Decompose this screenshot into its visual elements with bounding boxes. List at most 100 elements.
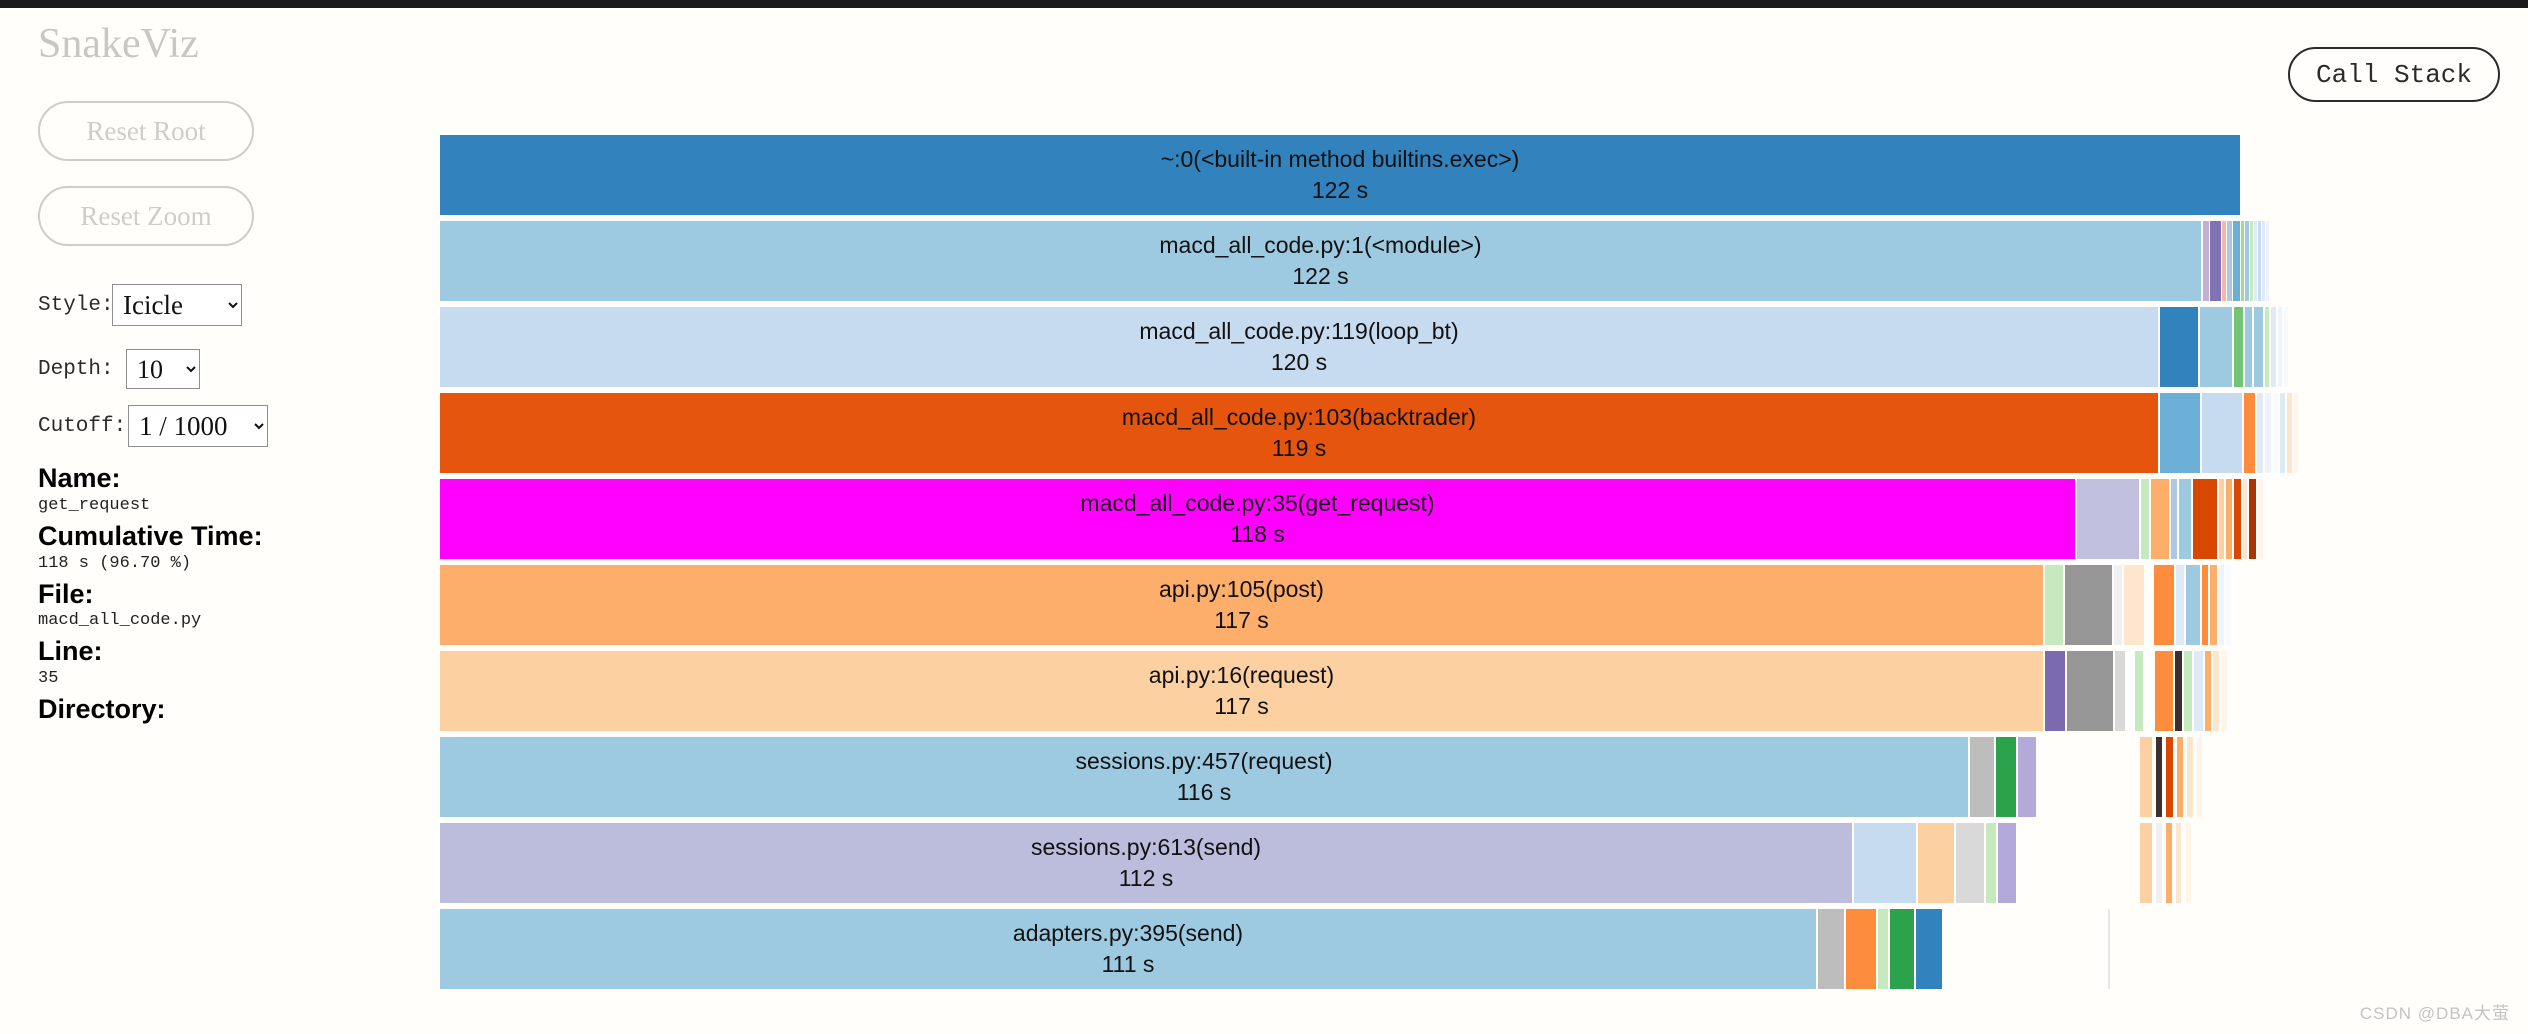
icicle-block[interactable] xyxy=(2265,393,2271,473)
icicle-block[interactable] xyxy=(2135,651,2143,731)
icicle-block[interactable] xyxy=(2202,565,2208,645)
icicle-block[interactable] xyxy=(2187,737,2193,817)
icicle-block[interactable] xyxy=(1918,823,1954,903)
icicle-block[interactable] xyxy=(2175,651,2182,731)
icicle-block[interactable] xyxy=(2221,651,2227,731)
icicle-block[interactable] xyxy=(2018,737,2036,817)
icicle-block[interactable] xyxy=(2203,221,2209,301)
icicle-block[interactable] xyxy=(2067,651,2113,731)
icicle-block[interactable] xyxy=(2160,307,2198,387)
icicle-block[interactable] xyxy=(2186,565,2200,645)
cutoff-select[interactable]: 1 / 1000 xyxy=(128,405,268,447)
icicle-block[interactable] xyxy=(2197,737,2202,817)
icicle-block[interactable] xyxy=(2177,737,2183,817)
icicle-block[interactable] xyxy=(1998,823,2016,903)
icicle-block[interactable] xyxy=(2284,307,2288,387)
icicle-block[interactable] xyxy=(2176,823,2181,903)
icicle-block[interactable] xyxy=(2210,565,2217,645)
icicle-block[interactable] xyxy=(2194,651,2203,731)
icicle-block[interactable] xyxy=(2233,221,2240,301)
icicle-block[interactable] xyxy=(2226,565,2231,645)
icicle-block-primary[interactable]: macd_all_code.py:103(backtrader)119 s xyxy=(440,393,2158,473)
icicle-block[interactable] xyxy=(2193,479,2217,559)
icicle-block[interactable] xyxy=(2205,651,2211,731)
icicle-chart[interactable]: ~:0(<built-in method builtins.exec>)122 … xyxy=(440,135,2520,1005)
icicle-block[interactable] xyxy=(2234,479,2241,559)
icicle-block-primary[interactable]: sessions.py:457(request)116 s xyxy=(440,737,1968,817)
icicle-block[interactable] xyxy=(2254,307,2263,387)
icicle-block-primary[interactable]: ~:0(<built-in method builtins.exec>)122 … xyxy=(440,135,2240,215)
icicle-block[interactable] xyxy=(2146,565,2152,645)
reset-root-button[interactable]: Reset Root xyxy=(38,101,254,161)
icicle-block[interactable] xyxy=(2176,565,2184,645)
icicle-block[interactable] xyxy=(2280,393,2285,473)
icicle-block[interactable] xyxy=(2262,221,2265,301)
icicle-block[interactable] xyxy=(2077,479,2139,559)
icicle-block-primary[interactable]: adapters.py:395(send)111 s xyxy=(440,909,1816,989)
icicle-block-primary[interactable]: macd_all_code.py:1(<module>)122 s xyxy=(440,221,2201,301)
icicle-block[interactable] xyxy=(2045,565,2063,645)
icicle-block[interactable] xyxy=(2124,565,2144,645)
icicle-block[interactable] xyxy=(2151,479,2169,559)
icicle-block[interactable] xyxy=(2108,909,2110,989)
icicle-block[interactable] xyxy=(2294,393,2298,473)
icicle-block[interactable] xyxy=(1878,909,1888,989)
icicle-block-primary[interactable]: api.py:105(post)117 s xyxy=(440,565,2043,645)
icicle-block[interactable] xyxy=(1890,909,1914,989)
icicle-block[interactable] xyxy=(2244,393,2255,473)
icicle-block[interactable] xyxy=(2114,565,2122,645)
icicle-block[interactable] xyxy=(1956,823,1984,903)
icicle-block[interactable] xyxy=(2160,393,2200,473)
icicle-block[interactable] xyxy=(2254,221,2257,301)
icicle-block[interactable] xyxy=(2219,479,2224,559)
icicle-block[interactable] xyxy=(2234,307,2243,387)
icicle-block[interactable] xyxy=(1854,823,1916,903)
icicle-block[interactable] xyxy=(2127,651,2133,731)
icicle-block[interactable] xyxy=(2179,479,2191,559)
icicle-block[interactable] xyxy=(2200,307,2232,387)
icicle-block[interactable] xyxy=(2258,479,2263,559)
icicle-block[interactable] xyxy=(1846,909,1876,989)
icicle-block[interactable] xyxy=(2140,737,2152,817)
icicle-block[interactable] xyxy=(2271,307,2276,387)
icicle-block[interactable] xyxy=(2171,479,2177,559)
icicle-block[interactable] xyxy=(2156,823,2162,903)
icicle-block[interactable] xyxy=(2145,651,2153,731)
icicle-block[interactable] xyxy=(2250,221,2253,301)
icicle-block[interactable] xyxy=(2249,479,2256,559)
icicle-block[interactable] xyxy=(2210,221,2221,301)
icicle-block[interactable] xyxy=(2287,393,2292,473)
icicle-block[interactable] xyxy=(2266,221,2269,301)
icicle-block[interactable] xyxy=(2156,737,2162,817)
depth-select[interactable]: 10 xyxy=(126,349,200,389)
icicle-block[interactable] xyxy=(2213,651,2219,731)
icicle-block[interactable] xyxy=(2222,221,2226,301)
icicle-block[interactable] xyxy=(1986,823,1996,903)
icicle-block[interactable] xyxy=(2219,565,2224,645)
icicle-block-primary[interactable]: sessions.py:613(send)112 s xyxy=(440,823,1852,903)
icicle-block[interactable] xyxy=(2166,823,2172,903)
icicle-block[interactable] xyxy=(2155,651,2173,731)
call-stack-button[interactable]: Call Stack xyxy=(2288,47,2500,102)
icicle-block[interactable] xyxy=(1996,737,2016,817)
icicle-block[interactable] xyxy=(2241,221,2244,301)
icicle-block[interactable] xyxy=(2184,651,2192,731)
icicle-block-primary[interactable]: macd_all_code.py:119(loop_bt)120 s xyxy=(440,307,2158,387)
icicle-block[interactable] xyxy=(2278,307,2282,387)
icicle-block[interactable] xyxy=(2065,565,2112,645)
icicle-block-primary[interactable]: macd_all_code.py:35(get_request)118 s xyxy=(440,479,2075,559)
style-select[interactable]: Icicle xyxy=(112,284,242,326)
icicle-block[interactable] xyxy=(2243,479,2247,559)
icicle-block[interactable] xyxy=(2258,221,2261,301)
icicle-block[interactable] xyxy=(2273,393,2278,473)
icicle-block[interactable] xyxy=(2186,823,2191,903)
icicle-block[interactable] xyxy=(2257,393,2263,473)
icicle-block[interactable] xyxy=(2202,393,2242,473)
icicle-block[interactable] xyxy=(2115,651,2125,731)
icicle-block[interactable] xyxy=(1970,737,1994,817)
icicle-block-primary[interactable]: api.py:16(request)117 s xyxy=(440,651,2043,731)
icicle-block[interactable] xyxy=(2045,651,2065,731)
icicle-block[interactable] xyxy=(2227,221,2232,301)
icicle-block[interactable] xyxy=(1818,909,1844,989)
icicle-block[interactable] xyxy=(2166,737,2173,817)
